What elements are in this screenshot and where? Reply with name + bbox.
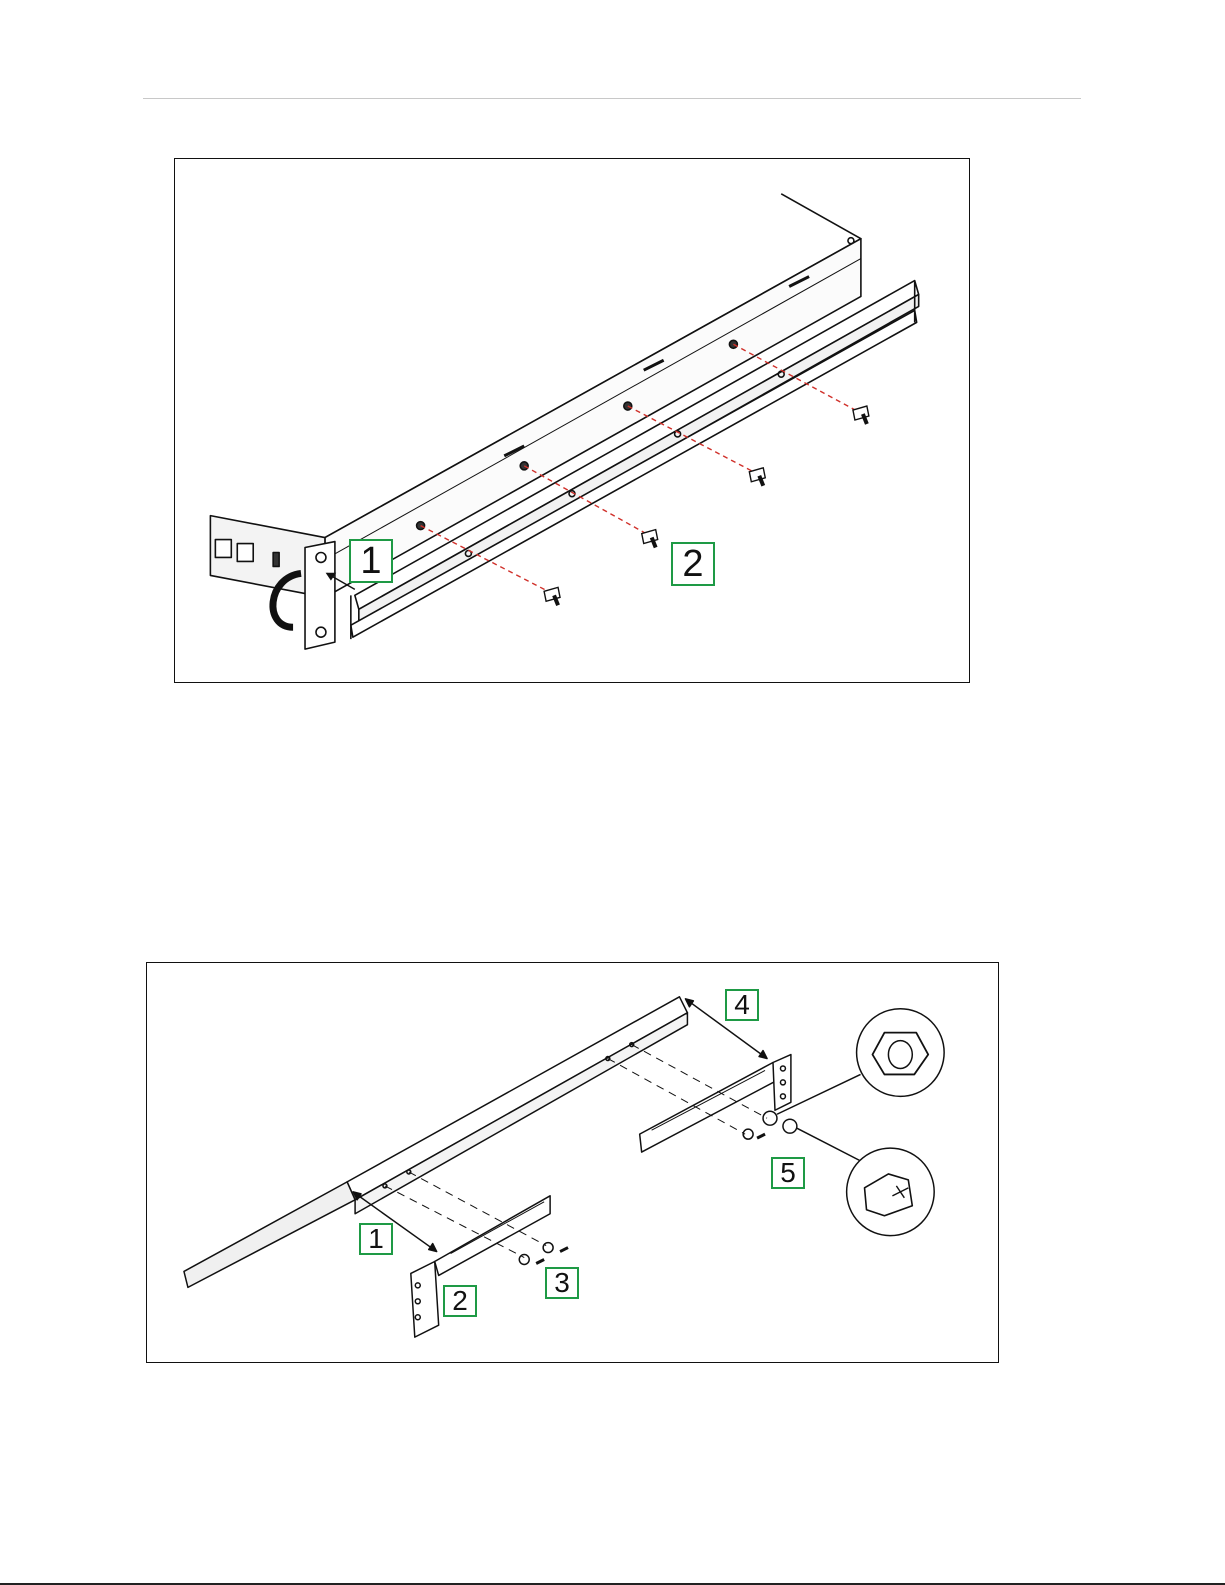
callout-1: 1	[349, 539, 393, 583]
rail-top	[355, 281, 919, 610]
chassis-seam	[325, 259, 861, 560]
inner-rail	[347, 997, 687, 1200]
rack-ear	[305, 542, 335, 650]
figure-rail-assembly: 1 2 3 4 5	[146, 962, 999, 1363]
rail-bottom	[351, 310, 917, 637]
callout-4: 4	[725, 989, 759, 1021]
figure-rail-attach: 1 2	[174, 158, 970, 683]
rail-assembly-illustration	[147, 963, 998, 1362]
front-bracket-ear	[411, 1262, 439, 1338]
callout-2: 2	[443, 1285, 477, 1317]
callout-2: 2	[671, 542, 715, 586]
rear-bracket-ear	[773, 1055, 791, 1111]
callout-5: 5	[771, 1157, 805, 1189]
rail-extension	[184, 1182, 355, 1287]
callout-1: 1	[359, 1223, 393, 1255]
header-rule	[143, 98, 1081, 99]
washer-detail	[857, 1009, 945, 1097]
chassis-side	[325, 239, 861, 598]
rail-attach-illustration	[175, 159, 969, 682]
screw-detail	[847, 1148, 935, 1236]
rear-bracket	[640, 1063, 777, 1153]
callout-3: 3	[545, 1267, 579, 1299]
